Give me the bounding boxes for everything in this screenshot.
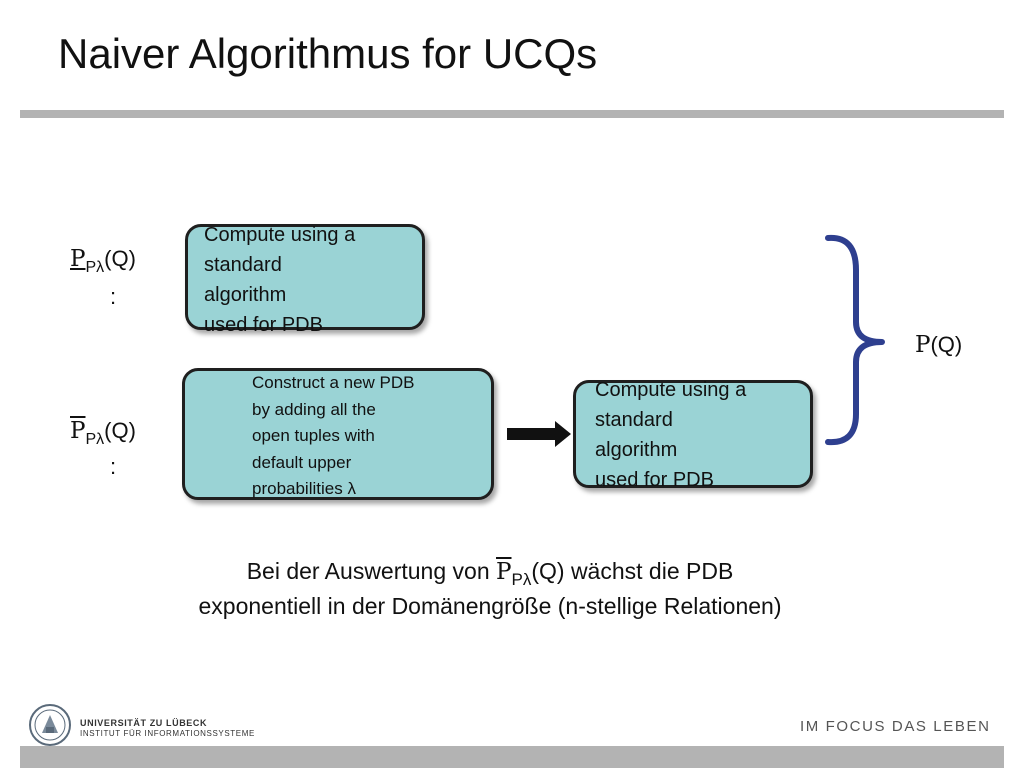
- curly-brace-icon: [825, 234, 885, 446]
- right-arrow-icon: [507, 421, 571, 447]
- probability-result-label: P(Q): [915, 332, 962, 358]
- lower-label-colon: :: [110, 284, 117, 309]
- bottom-statement: Bei der Auswertung von PPλ(Q) wächst die…: [60, 555, 920, 622]
- lower-probability-label: PPλ(Q): [70, 246, 136, 276]
- footer-bar: [20, 746, 1004, 768]
- upper-label-colon: :: [110, 454, 117, 479]
- construct-pdb-text: Construct a new PDB by adding all the op…: [252, 373, 415, 498]
- slide-title: Naiver Algorithmus for UCQs: [58, 30, 598, 77]
- university-seal-icon: [29, 704, 71, 746]
- lower-p-symbol: P: [70, 246, 86, 272]
- result-p-symbol: P: [915, 332, 931, 358]
- upper-p-argument: (Q): [104, 418, 136, 443]
- compute-standard-text-top: Compute using a standard algorithm used …: [204, 224, 356, 336]
- bottom-line-1: Bei der Auswertung von PPλ(Q) wächst die…: [60, 555, 920, 590]
- compute-standard-box-bottom: [573, 380, 813, 488]
- bottom-text-after: (Q) wächst die PDB: [531, 558, 734, 584]
- university-name: UNIVERSITÄT ZU LÜBECK: [80, 718, 208, 728]
- result-p-argument: (Q): [930, 332, 963, 357]
- upper-probability-label: PPλ(Q): [70, 418, 136, 448]
- bottom-text-before: Bei der Auswertung von: [246, 558, 497, 584]
- compute-standard-text-bottom: Compute using a standard algorithm used …: [595, 379, 747, 491]
- bottom-line-2: exponentiell in der Domänengröße (n-stel…: [198, 593, 782, 619]
- bottom-p-symbol: P: [496, 559, 512, 585]
- footer-slogan: IM FOCUS DAS LEBEN: [800, 718, 991, 735]
- lower-p-subscript: Pλ: [85, 259, 105, 276]
- institute-name: INSTITUT FÜR INFORMATIONSSYSTEME: [80, 729, 255, 738]
- lower-p-argument: (Q): [104, 246, 136, 271]
- title-divider: [20, 110, 1004, 118]
- upper-p-subscript: Pλ: [85, 431, 105, 448]
- construct-pdb-box: [182, 368, 494, 500]
- upper-p-symbol: P: [70, 418, 86, 444]
- compute-standard-box-top: [185, 224, 425, 330]
- bottom-p-subscript: Pλ: [511, 570, 532, 589]
